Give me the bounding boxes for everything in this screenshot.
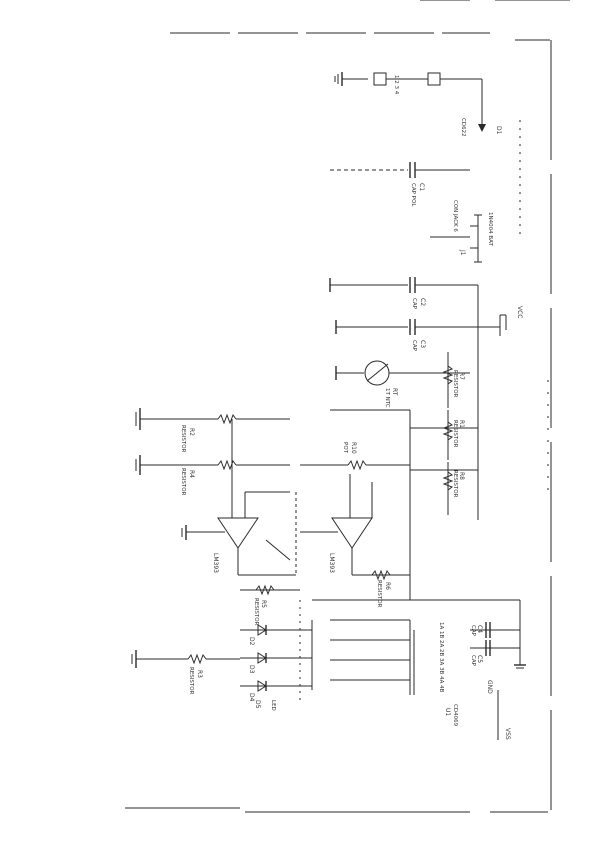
led-part: LED xyxy=(270,700,276,711)
r1-resistor xyxy=(410,410,478,460)
r3-designator: R3 xyxy=(196,670,203,678)
r8-designator: R8 xyxy=(458,472,465,480)
r8-resistor xyxy=(410,462,478,515)
rt-thermistor xyxy=(335,360,470,386)
rt-designator: RT xyxy=(391,388,398,396)
connector-pins: 1 2 3 4 xyxy=(393,75,399,95)
r7-designator: R7 xyxy=(458,372,465,380)
r8-part: RESISTOR xyxy=(452,470,458,498)
r2-part: RESISTOR xyxy=(180,425,186,453)
u1b-opamp xyxy=(300,409,411,600)
c5-designator: C5 xyxy=(476,655,483,663)
u1b-label: LM393 xyxy=(328,553,335,573)
r3-resistor xyxy=(131,650,240,668)
top-ground-left xyxy=(334,72,368,86)
c1-part: CAP POL xyxy=(410,183,416,207)
r1-part: RESISTOR xyxy=(452,420,458,448)
battery-connector xyxy=(373,72,486,132)
u1-pins: 1A 1B 2A 2B 3A 3B 4A 4B xyxy=(438,622,444,693)
j1-subtitle: 1N4004 BAT xyxy=(487,212,493,246)
r7-part: RESISTOR xyxy=(452,370,458,398)
d2-label: D2 xyxy=(248,637,255,646)
c1-capacitor xyxy=(330,162,470,178)
r3-part: RESISTOR xyxy=(188,667,194,695)
r5-part: RESISTOR xyxy=(253,598,259,626)
c2-designator: C2 xyxy=(419,298,426,306)
d3-label: D3 xyxy=(248,665,255,674)
rt-part: 1T NTC xyxy=(384,388,390,408)
led-array xyxy=(240,599,520,692)
c1-designator: C1 xyxy=(418,183,425,191)
r4-resistor xyxy=(135,455,290,475)
u1-designator: U1 xyxy=(444,708,451,716)
gnd-label: GND xyxy=(486,680,493,694)
d1-designator: D1 xyxy=(495,126,502,135)
jack-label: CON JACK 6 xyxy=(452,200,458,232)
r2-resistor xyxy=(135,408,290,430)
r10-designator: R10 xyxy=(350,442,357,454)
r5-resistor xyxy=(240,584,300,596)
vss-label: VSS xyxy=(504,728,511,740)
u1-ic xyxy=(330,619,415,695)
c4-part: CAP xyxy=(470,625,476,637)
r1-designator: R1 xyxy=(458,420,465,428)
j1-designator: J1 xyxy=(459,249,466,256)
r6-resistor xyxy=(352,569,410,581)
j1-jack xyxy=(430,214,482,263)
d1-part: CD622 xyxy=(460,118,466,137)
c5-part: CAP xyxy=(470,655,476,667)
r4-part: RESISTOR xyxy=(180,468,186,496)
c3-designator: C3 xyxy=(419,340,426,348)
r7-resistor xyxy=(442,352,454,408)
d4-label: D4 xyxy=(248,693,255,702)
r4-designator: R4 xyxy=(188,470,195,478)
r6-part: RESISTOR xyxy=(376,580,382,608)
u1-part: CD4069 xyxy=(452,704,458,727)
c4-c5-capacitors xyxy=(470,600,526,740)
vcc-symbol xyxy=(499,314,507,336)
r2-designator: R2 xyxy=(188,428,195,436)
c3-capacitor xyxy=(335,319,500,335)
bus-wires xyxy=(299,120,549,700)
d5-label: D5 xyxy=(254,700,261,709)
c3-part: CAP xyxy=(411,340,417,352)
c2-capacitor xyxy=(329,277,478,293)
r10-part: POT xyxy=(342,442,348,454)
u1a-opamp xyxy=(181,419,297,576)
vcc-label: VCC xyxy=(516,306,523,318)
sheet-border xyxy=(125,0,570,813)
c4-designator: C4 xyxy=(476,625,483,633)
u1a-label: LM393 xyxy=(212,553,219,573)
r5-designator: R5 xyxy=(260,600,267,608)
r6-designator: R6 xyxy=(384,582,391,590)
c2-part: CAP xyxy=(411,298,417,310)
